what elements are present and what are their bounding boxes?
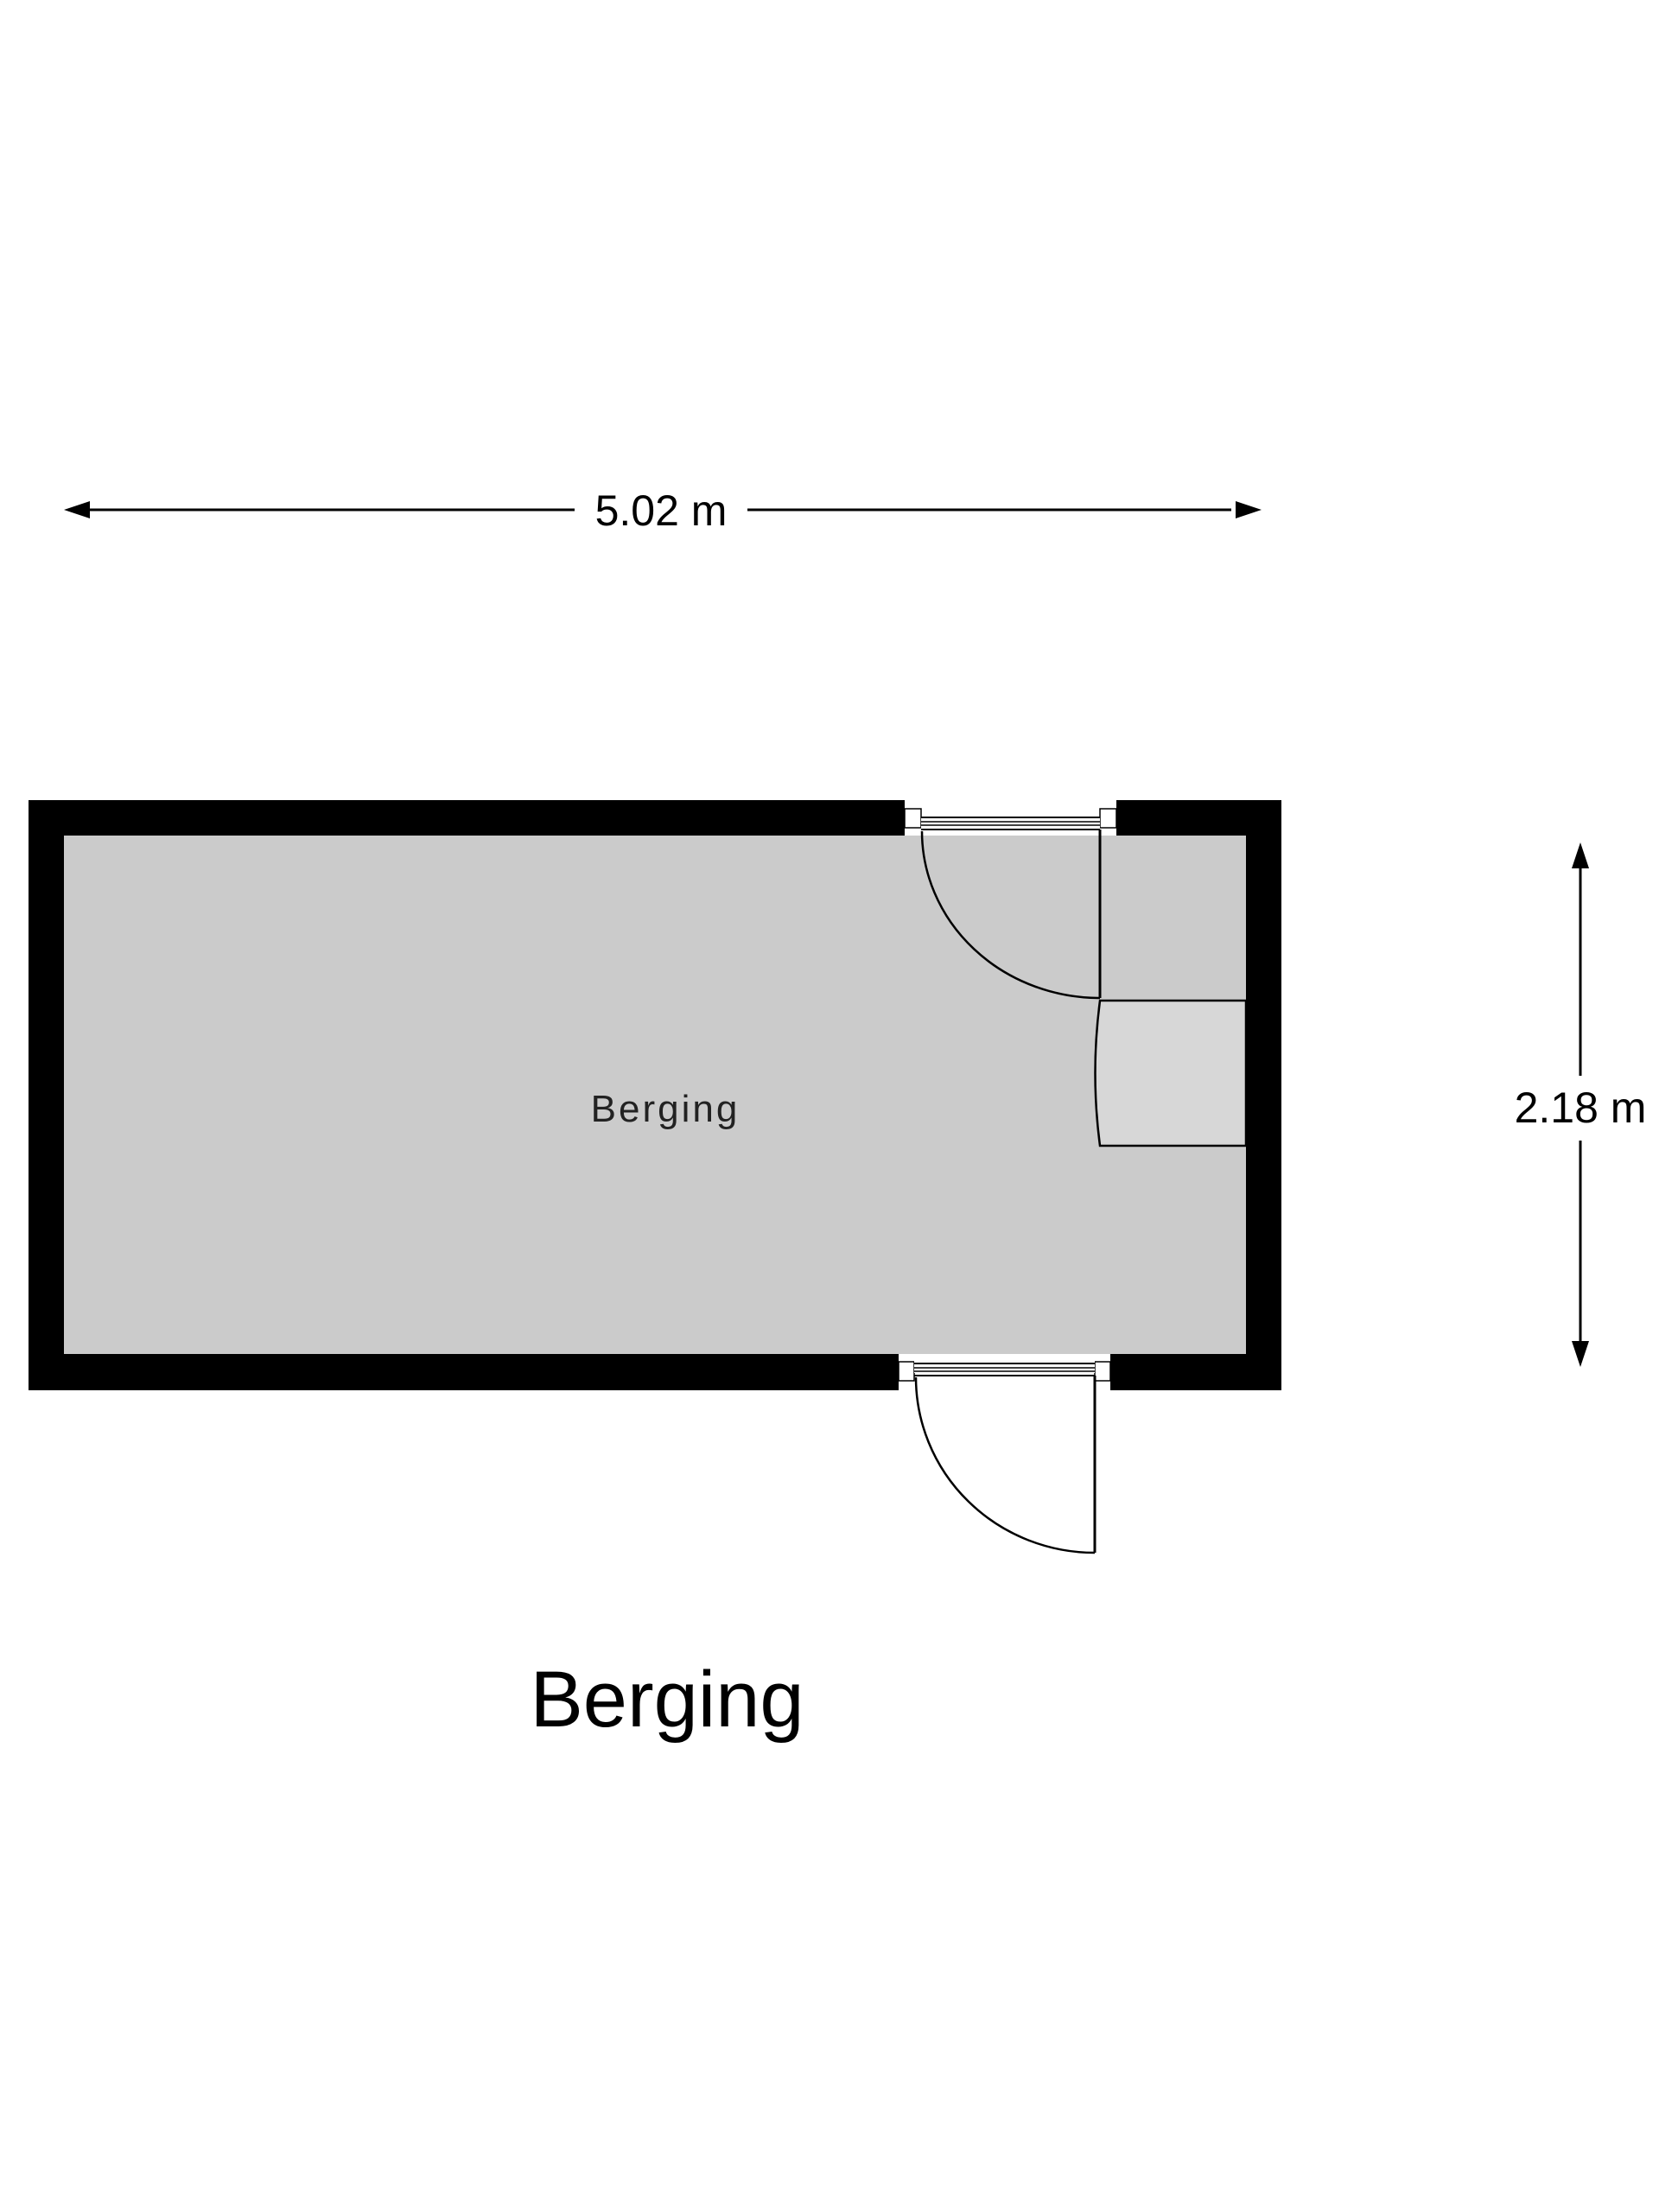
room-floor	[64, 836, 1246, 1354]
arrow-left-icon	[64, 501, 90, 518]
door-swing-arc	[914, 1376, 1096, 1554]
width-dimension: 5.02 m	[64, 486, 1262, 535]
arrow-down-icon	[1572, 1341, 1589, 1367]
height-dimension-label: 2.18 m	[1515, 1084, 1647, 1132]
height-dimension: 2.18 m	[1515, 842, 1647, 1367]
arrow-up-icon	[1572, 842, 1589, 868]
walls	[29, 800, 1281, 1390]
width-dimension-label: 5.02 m	[595, 486, 728, 535]
cabinet	[1094, 999, 1248, 1147]
top-door	[904, 808, 1117, 1000]
floorplan-title: Berging	[530, 1656, 804, 1744]
bottom-door	[898, 1354, 1111, 1554]
door-swing-arc	[920, 830, 1101, 1000]
room-label: Berging	[591, 1088, 741, 1130]
arrow-right-icon	[1236, 501, 1262, 518]
